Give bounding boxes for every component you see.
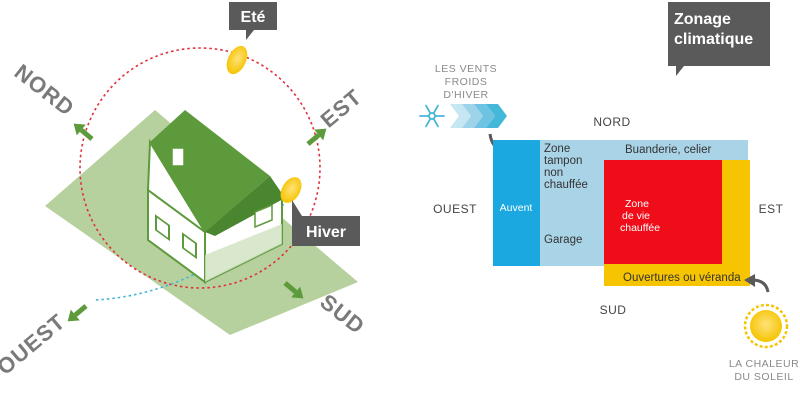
arrow-west-icon bbox=[67, 304, 88, 322]
zone-vie-label-2: de vie bbox=[622, 210, 650, 222]
house-chimney bbox=[171, 147, 185, 167]
summer-tag: Eté bbox=[229, 2, 277, 40]
arrow-south-icon bbox=[283, 281, 304, 299]
house-window-2 bbox=[182, 232, 197, 260]
sun-label-line-2: DU SOLEIL bbox=[734, 371, 793, 383]
house-roof bbox=[150, 110, 270, 232]
title-box: Zonage climatique bbox=[668, 2, 770, 76]
house-orientation-diagram: Eté Hiver NORD EST SUD OUEST bbox=[0, 2, 370, 380]
direction-west-label: OUEST bbox=[0, 309, 70, 380]
zoning-south-label: SUD bbox=[600, 303, 627, 317]
sun-label-line-1: LA CHALEUR bbox=[729, 358, 799, 370]
arrow-east-icon bbox=[306, 128, 327, 146]
winter-sun-icon bbox=[280, 177, 302, 203]
zone-vie bbox=[604, 160, 722, 264]
wind-label-line-3: D'HIVER bbox=[443, 89, 488, 101]
sun-icon bbox=[743, 303, 789, 349]
zone-ouvertures-label: Ouvertures ou véranda bbox=[623, 272, 741, 284]
zoning-east-label: EST bbox=[759, 202, 784, 216]
zone-tampon-label-3: non bbox=[544, 167, 563, 179]
zone-tampon-label-4: chauffée bbox=[544, 179, 588, 191]
summer-sun-icon bbox=[226, 45, 248, 75]
zoning-west-label: OUEST bbox=[433, 202, 477, 216]
wind-label-line-2: FROIDS bbox=[445, 76, 488, 88]
title-line-2: climatique bbox=[674, 31, 753, 48]
wind-label-line-1: LES VENTS bbox=[435, 63, 497, 75]
wind-arrows-icon bbox=[450, 104, 507, 128]
house-side-wall-lower bbox=[205, 224, 282, 282]
zone-buanderie-label: Buanderie, celier bbox=[625, 144, 711, 156]
house-side-window bbox=[254, 203, 273, 229]
winter-tag: Hiver bbox=[292, 200, 360, 246]
house-roof-edge bbox=[205, 176, 285, 236]
zone-tampon-label-1: Zone bbox=[544, 143, 570, 155]
snowflake-icon bbox=[419, 104, 445, 128]
zone-tampon-label-2: tampon bbox=[544, 155, 582, 167]
zone-auvent bbox=[493, 140, 540, 266]
summer-label: Eté bbox=[241, 9, 266, 26]
zone-auvent-label: Auvent bbox=[500, 202, 533, 214]
zoning-north-label: NORD bbox=[593, 115, 630, 129]
house-window-1 bbox=[155, 214, 170, 242]
arrow-north-icon bbox=[73, 123, 94, 141]
direction-south-label: SUD bbox=[315, 289, 369, 339]
direction-north-label: NORD bbox=[10, 59, 80, 121]
title-line-1: Zonage bbox=[674, 11, 731, 28]
zone-garage-label: Garage bbox=[544, 234, 582, 246]
sun-curve-arrow-head bbox=[744, 274, 755, 287]
zone-vie-label-3: chauffée bbox=[620, 222, 660, 234]
zone-vie-label-1: Zone bbox=[625, 198, 649, 210]
direction-east-label: EST bbox=[316, 84, 367, 133]
climate-zoning-diagram: Zonage climatique LES VENTS FROIDS D'HIV… bbox=[419, 2, 799, 383]
winter-label: Hiver bbox=[306, 224, 346, 241]
